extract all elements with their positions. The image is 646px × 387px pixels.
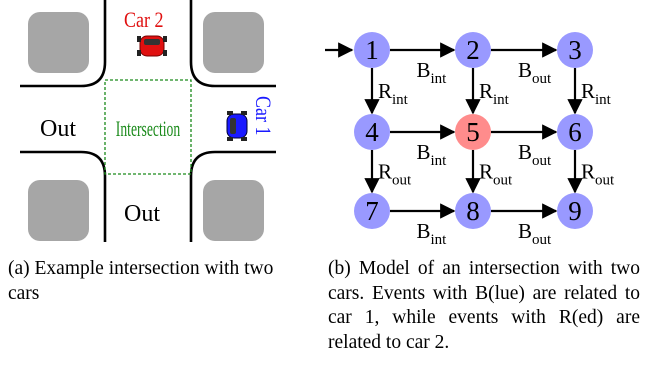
block-top-right — [203, 12, 264, 73]
node-6-circle — [557, 114, 593, 150]
car-2: Car 2 — [124, 8, 167, 57]
node-9: 9 — [557, 193, 593, 229]
node-2-label: 2 — [466, 35, 480, 65]
node-1-circle — [354, 32, 390, 68]
node-4-circle — [354, 114, 390, 150]
edge-label-6-9: Rout — [581, 160, 615, 189]
node-9-label: 9 — [568, 196, 582, 226]
intersection-box — [104, 79, 192, 175]
node-8-label: 8 — [466, 196, 480, 226]
edge-label-5-8: Rout — [479, 160, 513, 189]
node-2-circle — [455, 32, 491, 68]
node-2: 2 — [455, 32, 491, 68]
edge-label-3-6: Rint — [581, 79, 612, 108]
edge-label-1-4: Rint — [378, 79, 409, 108]
node-6-label: 6 — [568, 117, 582, 147]
node-8-circle — [455, 193, 491, 229]
edge-label-8-9: Bout — [518, 219, 552, 248]
block-bottom-left — [28, 180, 89, 241]
block-top-left — [28, 12, 89, 73]
edge-label-2-5: Rint — [479, 79, 510, 108]
node-7-circle — [354, 193, 390, 229]
edge-label-2-3: Bout — [518, 58, 552, 87]
node-8: 8 — [455, 193, 491, 229]
intersection-figure: Intersection Out Out Car 2 Car 1 — [20, 0, 276, 242]
intersection-label: Intersection — [116, 117, 180, 141]
node-5-circle — [455, 114, 491, 150]
caption-a: (a) Example intersection with two cars — [8, 258, 274, 304]
car-2-label: Car 2 — [124, 8, 164, 32]
node-6: 6 — [557, 114, 593, 150]
node-1-label: 1 — [365, 35, 379, 65]
edge-label-7-8: Bint — [417, 219, 448, 248]
car-1: Car 1 — [226, 96, 275, 141]
out-left-label: Out — [40, 116, 76, 142]
node-7: 7 — [354, 193, 390, 229]
node-1: 1 — [354, 32, 390, 68]
node-3-circle — [557, 32, 593, 68]
node-3-label: 3 — [568, 35, 582, 65]
node-9-circle — [557, 193, 593, 229]
edge-label-1-2: Bint — [417, 58, 448, 87]
node-3: 3 — [557, 32, 593, 68]
edge-label-4-7: Rout — [378, 160, 412, 189]
node-4: 4 — [354, 114, 390, 150]
node-5-label: 5 — [466, 117, 480, 147]
edge-label-5-6: Bout — [518, 140, 552, 169]
car-1-label: Car 1 — [251, 96, 275, 136]
edge-label-4-5: Bint — [417, 140, 448, 169]
node-4-label: 4 — [365, 117, 379, 147]
out-bottom-label: Out — [124, 201, 160, 227]
node-5: 5 — [455, 114, 491, 150]
block-bottom-right — [203, 180, 264, 241]
road-edges — [20, 0, 276, 242]
caption-b: (b) Model of an intersection with two ca… — [328, 258, 640, 353]
node-7-label: 7 — [365, 196, 379, 226]
